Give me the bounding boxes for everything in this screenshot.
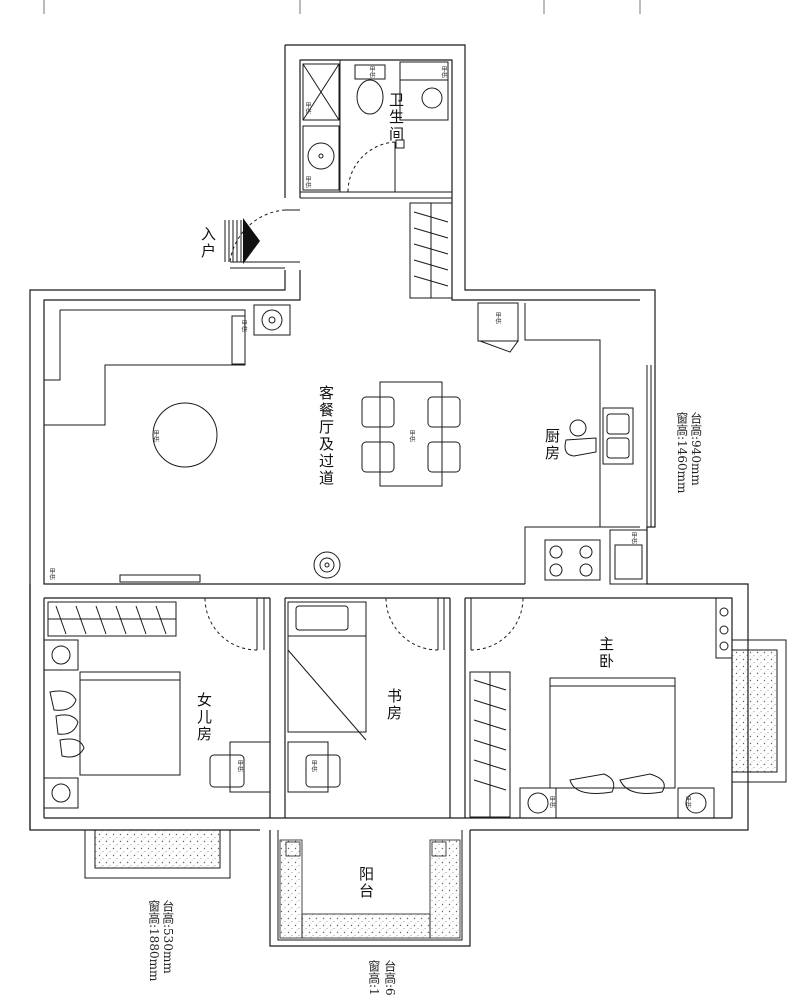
master-bay-window bbox=[731, 639, 787, 783]
label-daughter: 女儿房 bbox=[195, 692, 213, 743]
dining-table bbox=[361, 381, 461, 487]
label-bathroom: 卫生间 bbox=[387, 92, 405, 143]
top-dimension-ticks bbox=[43, 0, 641, 14]
label-master: 主卧 bbox=[597, 636, 615, 670]
balcony bbox=[269, 830, 471, 947]
fixture-tag: 甲供 bbox=[310, 760, 317, 772]
kitchen-window bbox=[646, 365, 656, 527]
label-living: 客餐厅及过道 bbox=[317, 385, 335, 487]
label-balcony: 阳台 bbox=[357, 866, 375, 900]
fixture-tag: 甲供 bbox=[240, 320, 247, 332]
plant bbox=[313, 551, 341, 579]
note-daughter-window: 窗高:1880mm bbox=[146, 900, 161, 982]
tv-bench bbox=[119, 574, 201, 583]
fixture-tag: 甲供 bbox=[304, 176, 311, 188]
bathroom-walls bbox=[299, 59, 453, 199]
entry-arrow-icon bbox=[224, 218, 260, 264]
fixture-tag: 甲供 bbox=[684, 796, 691, 808]
sofa bbox=[44, 309, 246, 426]
note-balcony-sill: 台高:6 bbox=[382, 960, 397, 996]
label-kitchen: 厨房 bbox=[543, 428, 561, 462]
fixture-tag: 甲供 bbox=[548, 796, 555, 808]
fixture-tag: 甲供 bbox=[304, 102, 311, 114]
fixture-tag: 甲供 bbox=[494, 312, 501, 324]
daughter-room-furniture bbox=[43, 597, 271, 809]
fixture-tag: 甲供 bbox=[630, 532, 637, 544]
note-balcony-window: 窗高:1 bbox=[366, 960, 381, 996]
fixture-tag: 甲供 bbox=[368, 66, 375, 78]
kitchen-counter bbox=[477, 302, 648, 585]
fixture-tag: 甲供 bbox=[152, 430, 159, 442]
note-daughter-sill: 台高:530mm bbox=[160, 900, 175, 974]
ac-unit bbox=[253, 304, 291, 336]
round-rug bbox=[152, 402, 218, 468]
fixture-tag: 甲供 bbox=[48, 568, 55, 580]
study-room-furniture bbox=[287, 597, 445, 793]
entry-door bbox=[229, 209, 300, 269]
fixture-tag: 甲供 bbox=[408, 430, 415, 442]
cook-figure-icon bbox=[564, 419, 597, 457]
fixture-tag: 甲供 bbox=[236, 760, 243, 772]
daughter-window bbox=[84, 829, 231, 879]
shoe-cabinet bbox=[409, 202, 453, 299]
note-kitchen-sill: 台高:940mm bbox=[688, 412, 703, 486]
master-room-furniture bbox=[464, 597, 733, 819]
label-study: 书房 bbox=[385, 688, 403, 722]
note-kitchen-window: 窗高:1460mm bbox=[674, 412, 689, 494]
fixture-tag: 甲供 bbox=[440, 66, 447, 78]
label-entry: 入户 bbox=[199, 226, 217, 260]
bedroom-partitions bbox=[29, 583, 733, 830]
